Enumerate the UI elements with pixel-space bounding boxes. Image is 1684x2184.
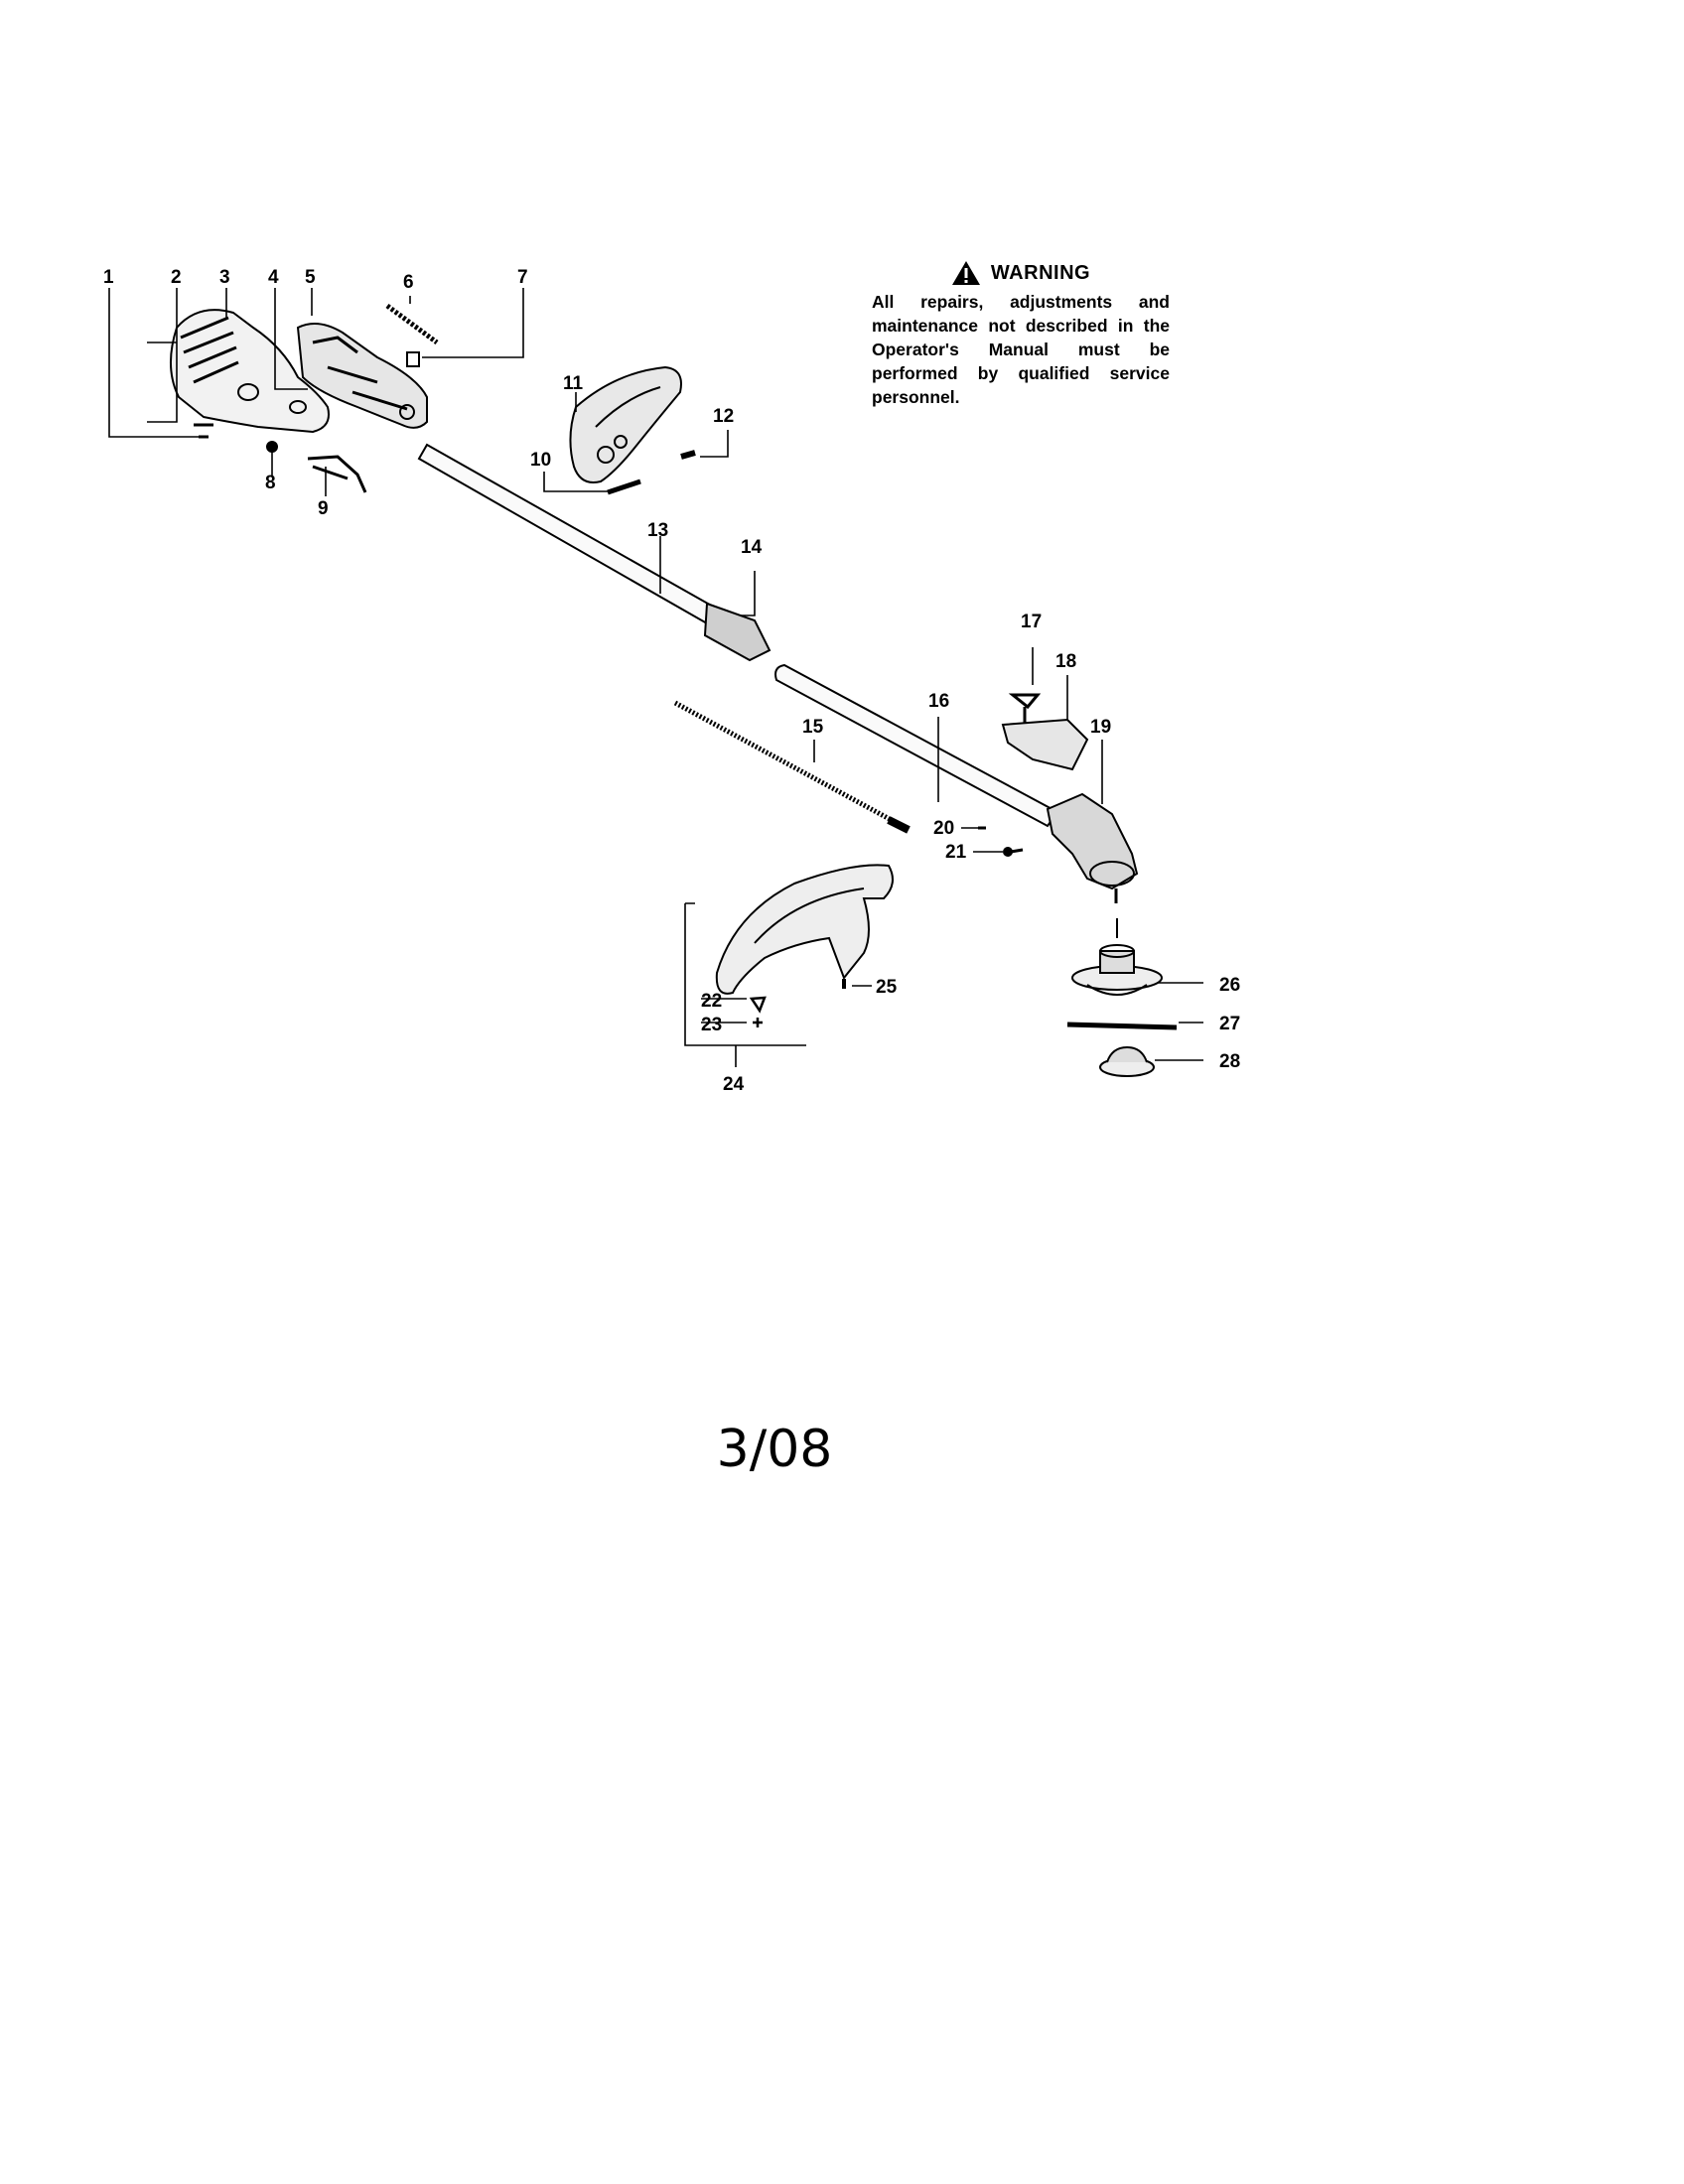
part-trimmer-line	[1066, 1022, 1178, 1030]
callout-8: 8	[265, 473, 276, 493]
warning-heading: WARNING	[872, 260, 1170, 286]
warning-text: All repairs, adjustments and maintenance…	[872, 292, 1170, 407]
leader-lines	[108, 288, 1203, 1067]
part-bump-knob	[1099, 1045, 1155, 1077]
part-gear-head	[1046, 792, 1139, 890]
warning-notice: WARNING All repairs, adjustments and mai…	[872, 260, 1170, 409]
part-assist-handle	[569, 365, 682, 483]
callout-2: 2	[171, 267, 182, 288]
callout-labels: 1 2 3 4 5 6 7 8 9 10 11 12 13 14 15 16 1…	[103, 267, 1240, 1095]
part-handle-body	[296, 323, 428, 429]
part-bolt	[607, 478, 641, 495]
part-shield-bracket	[1001, 718, 1089, 771]
page-footer-date: 3/08	[716, 1420, 833, 1479]
callout-27: 27	[1219, 1014, 1240, 1034]
callout-12: 12	[713, 406, 734, 427]
callout-13: 13	[647, 520, 668, 541]
warning-title: WARNING	[990, 261, 1091, 284]
part-debris-shield	[715, 864, 894, 995]
part-screw-8	[266, 441, 278, 453]
callout-9: 9	[318, 498, 329, 519]
callout-11: 11	[563, 373, 584, 394]
part-spring	[385, 303, 439, 345]
callout-19: 19	[1090, 717, 1111, 738]
callout-5: 5	[305, 267, 316, 288]
part-throttle-trigger	[307, 455, 367, 493]
part-engine-housing	[169, 309, 330, 434]
callout-21: 21	[945, 842, 967, 863]
part-spool-housing	[1071, 944, 1163, 996]
callout-26: 26	[1219, 975, 1240, 996]
callout-1: 1	[103, 267, 114, 288]
callout-25: 25	[876, 977, 898, 998]
callout-3: 3	[219, 267, 230, 288]
callout-4: 4	[268, 267, 279, 288]
warning-triangle-icon	[951, 261, 980, 285]
part-clip	[406, 351, 420, 367]
part-screw	[680, 450, 696, 460]
callout-18: 18	[1055, 651, 1076, 672]
callout-23: 23	[701, 1015, 722, 1035]
callout-7: 7	[517, 267, 528, 288]
callout-22: 22	[701, 991, 722, 1012]
part-shaft-coupler	[703, 602, 772, 662]
part-lower-shaft	[774, 663, 1059, 828]
callout-20: 20	[933, 818, 954, 839]
callout-6: 6	[403, 272, 414, 293]
part-upper-shaft	[417, 443, 717, 625]
callout-17: 17	[1021, 612, 1042, 632]
callout-14: 14	[741, 537, 763, 558]
callout-16: 16	[928, 691, 949, 712]
part-drive-cable	[673, 700, 901, 827]
part-wing-knob	[1008, 693, 1042, 723]
callout-24: 24	[723, 1074, 745, 1095]
callout-10: 10	[530, 450, 551, 471]
callout-28: 28	[1219, 1051, 1240, 1072]
callout-15: 15	[802, 717, 824, 738]
